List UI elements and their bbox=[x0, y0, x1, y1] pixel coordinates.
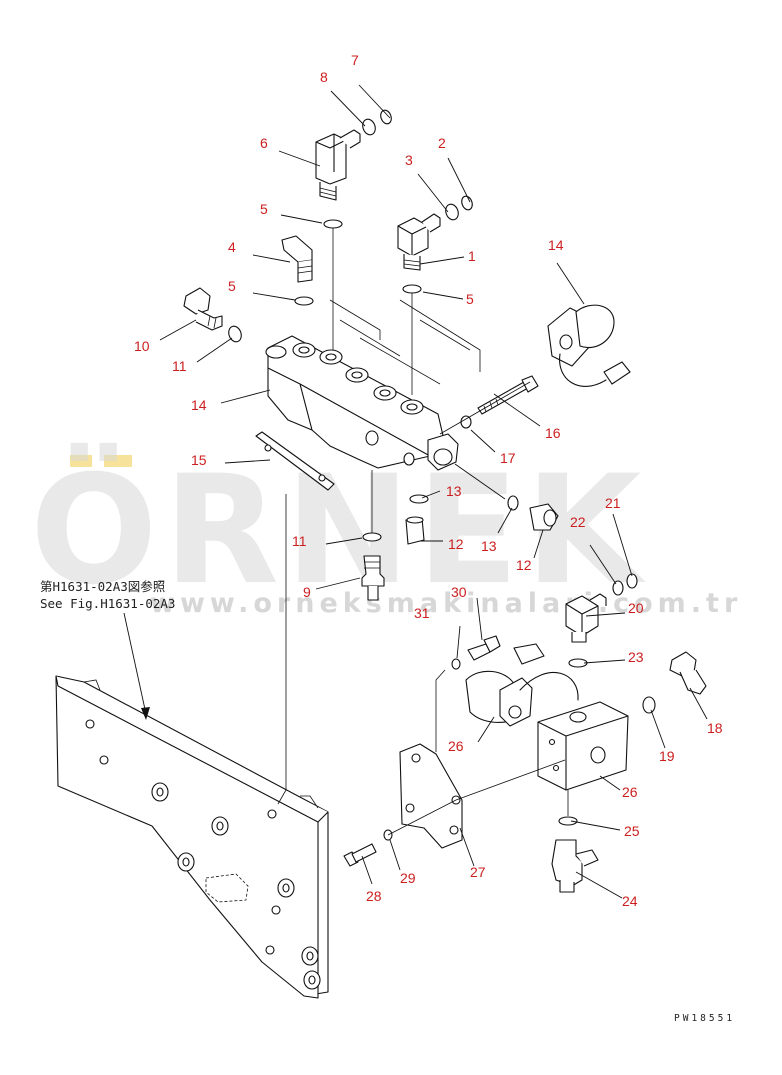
watermark-accent-right bbox=[104, 455, 132, 467]
callout-5-a: 5 bbox=[260, 201, 268, 217]
callout-11-lower: 11 bbox=[292, 533, 307, 549]
callout-11-upper: 11 bbox=[172, 358, 187, 374]
callout-15: 15 bbox=[191, 452, 207, 468]
mounting-plate bbox=[55, 675, 329, 999]
assembly-line-27 bbox=[455, 759, 566, 801]
callout-31: 31 bbox=[414, 605, 430, 621]
callout-19: 19 bbox=[659, 748, 675, 764]
valve-manifold-14 bbox=[265, 299, 481, 471]
callout-27: 27 bbox=[470, 864, 486, 880]
callout-10: 10 bbox=[134, 338, 150, 354]
reference-arrow bbox=[123, 612, 150, 720]
o-ring-2 bbox=[461, 195, 473, 211]
callout-24: 24 bbox=[622, 893, 638, 909]
callout-12-b: 12 bbox=[516, 557, 532, 573]
o-ring-5-c bbox=[402, 284, 422, 294]
fitting-24 bbox=[551, 839, 599, 893]
callout-12-a: 12 bbox=[448, 536, 464, 552]
elbow-fitting-1 bbox=[397, 213, 441, 271]
o-ring-19 bbox=[642, 696, 656, 714]
o-ring-22 bbox=[612, 580, 624, 596]
o-ring-8 bbox=[362, 118, 376, 136]
watermark-accent-left bbox=[70, 455, 92, 467]
callout-8: 8 bbox=[320, 69, 328, 85]
assembly-line-16 bbox=[439, 381, 531, 435]
callout-29: 29 bbox=[400, 870, 416, 886]
callout-4: 4 bbox=[228, 239, 236, 255]
o-ring-3 bbox=[445, 203, 459, 221]
gasket-15 bbox=[255, 431, 335, 491]
callout-20: 20 bbox=[628, 600, 644, 616]
o-ring-5-a bbox=[323, 219, 343, 229]
plug-12-lower bbox=[405, 516, 425, 545]
callout-30: 30 bbox=[451, 584, 467, 600]
callout-26-block: 26 bbox=[622, 784, 638, 800]
callout-7: 7 bbox=[351, 52, 359, 68]
callout-5-b: 5 bbox=[228, 278, 236, 294]
washer-31 bbox=[451, 658, 461, 670]
o-ring-11-upper bbox=[228, 325, 242, 343]
fitting-4 bbox=[281, 235, 313, 283]
o-ring-25 bbox=[558, 816, 578, 826]
reference-note-english: See Fig.H1631-02A3 bbox=[40, 596, 175, 611]
assembly-line-31 bbox=[435, 669, 446, 752]
callout-21: 21 bbox=[605, 495, 621, 511]
o-ring-13-lower bbox=[409, 494, 429, 504]
watermark-url: www.orneksmakinalari.com.tr bbox=[150, 588, 742, 619]
callout-2: 2 bbox=[438, 135, 446, 151]
valve-block-26 bbox=[537, 701, 629, 791]
elbow-fitting-20 bbox=[565, 593, 607, 643]
reference-note-japanese: 第H1631-02A3図参照 bbox=[40, 579, 165, 594]
washer-17 bbox=[460, 415, 472, 429]
callout-numbers: 7 8 2 3 6 5 4 5 1 5 14 10 11 14 16 15 17… bbox=[134, 52, 723, 909]
leader-lines bbox=[159, 84, 708, 899]
o-ring-21 bbox=[626, 573, 638, 589]
bolt-30 bbox=[467, 635, 501, 661]
callout-1: 1 bbox=[468, 248, 476, 264]
callout-6: 6 bbox=[260, 135, 268, 151]
o-ring-13-side bbox=[507, 495, 519, 511]
callout-13-b: 13 bbox=[481, 538, 497, 554]
callout-16: 16 bbox=[545, 425, 561, 441]
fitting-9 bbox=[361, 555, 385, 601]
callout-22: 22 bbox=[570, 514, 586, 530]
callout-13-a: 13 bbox=[446, 483, 462, 499]
callout-28: 28 bbox=[366, 888, 382, 904]
assembly-line-29 bbox=[387, 799, 457, 836]
callout-25: 25 bbox=[624, 823, 640, 839]
o-ring-11-lower bbox=[362, 532, 382, 542]
callout-17: 17 bbox=[500, 450, 516, 466]
plug-12-side bbox=[529, 503, 559, 531]
solenoid-26 bbox=[465, 643, 579, 727]
fitting-18 bbox=[669, 651, 707, 695]
drawing-code: PW18551 bbox=[674, 1013, 735, 1024]
callout-26-solenoid: 26 bbox=[448, 738, 464, 754]
fitting-10 bbox=[183, 287, 223, 331]
elbow-fitting-6 bbox=[315, 129, 361, 201]
bracket-27 bbox=[399, 743, 463, 849]
callout-23: 23 bbox=[628, 649, 644, 665]
solenoid-14 bbox=[547, 304, 631, 387]
callout-14-solenoid: 14 bbox=[548, 237, 564, 253]
callout-14-block: 14 bbox=[191, 397, 207, 413]
bolt-28 bbox=[343, 843, 377, 867]
callout-5-c: 5 bbox=[466, 291, 474, 307]
callout-18: 18 bbox=[707, 720, 723, 736]
assembly-line-15 bbox=[277, 494, 287, 805]
o-ring-5-b bbox=[294, 296, 314, 306]
callout-3: 3 bbox=[405, 152, 413, 168]
o-ring-7 bbox=[380, 109, 392, 125]
callout-9: 9 bbox=[303, 584, 311, 600]
